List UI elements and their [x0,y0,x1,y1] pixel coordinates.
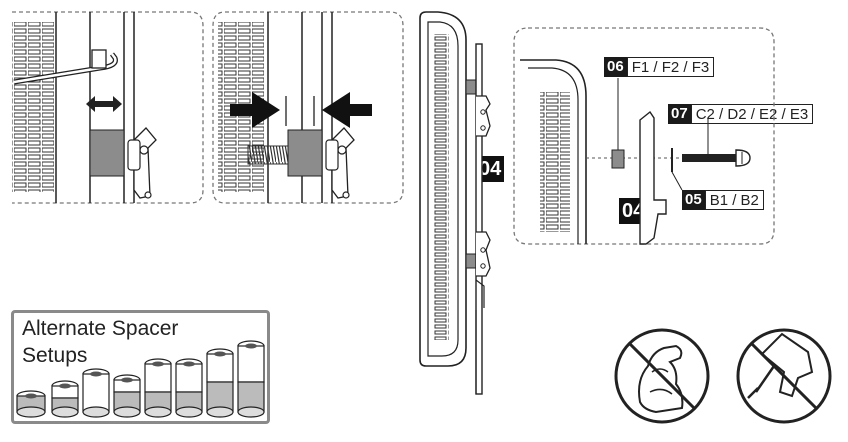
detail-panel-press-spacer [212,11,404,204]
tv-back-vents [12,22,54,192]
wall-plate [475,43,483,395]
part-list: F1 / F2 / F3 [626,57,715,77]
mount-part-tag: 04 [476,156,505,182]
part-code: 06 [604,57,627,77]
tv-side-view [419,11,491,395]
press-arrow-left-icon [230,92,280,128]
part-list: C2 / D2 / E2 / E3 [690,104,814,124]
tv-back-vents [218,22,264,192]
alternate-spacer-title: Alternate Spacer Setups [22,317,179,367]
press-arrow-right-icon [322,92,372,128]
mount-part-tag-detail: 04 [619,198,648,224]
screw-part-07 [682,154,736,162]
no-excessive-force-icon [614,328,710,424]
spacer-part-06 [611,149,625,169]
gap-arrow-icon [86,96,122,112]
tv-vents [433,34,449,340]
spacer [89,129,125,177]
no-power-drill-icon [736,328,832,424]
alternate-spacer-panel: Alternate Spacer Setups [11,310,270,424]
part-code: 07 [668,104,691,124]
spacer [287,129,323,177]
tv-vents [540,92,570,232]
screw-thread [247,145,293,165]
part-label-06: 06 F1 / F2 / F3 [604,57,715,77]
cable-plug [91,49,107,69]
part-list: B1 / B2 [704,190,764,210]
mount-bracket [639,110,667,245]
part-code: 05 [682,190,705,210]
detail-panel-cable-gap [12,11,204,204]
part-label-05: 05 B1 / B2 [682,190,764,210]
part-label-07: 07 C2 / D2 / E2 / E3 [668,104,814,124]
